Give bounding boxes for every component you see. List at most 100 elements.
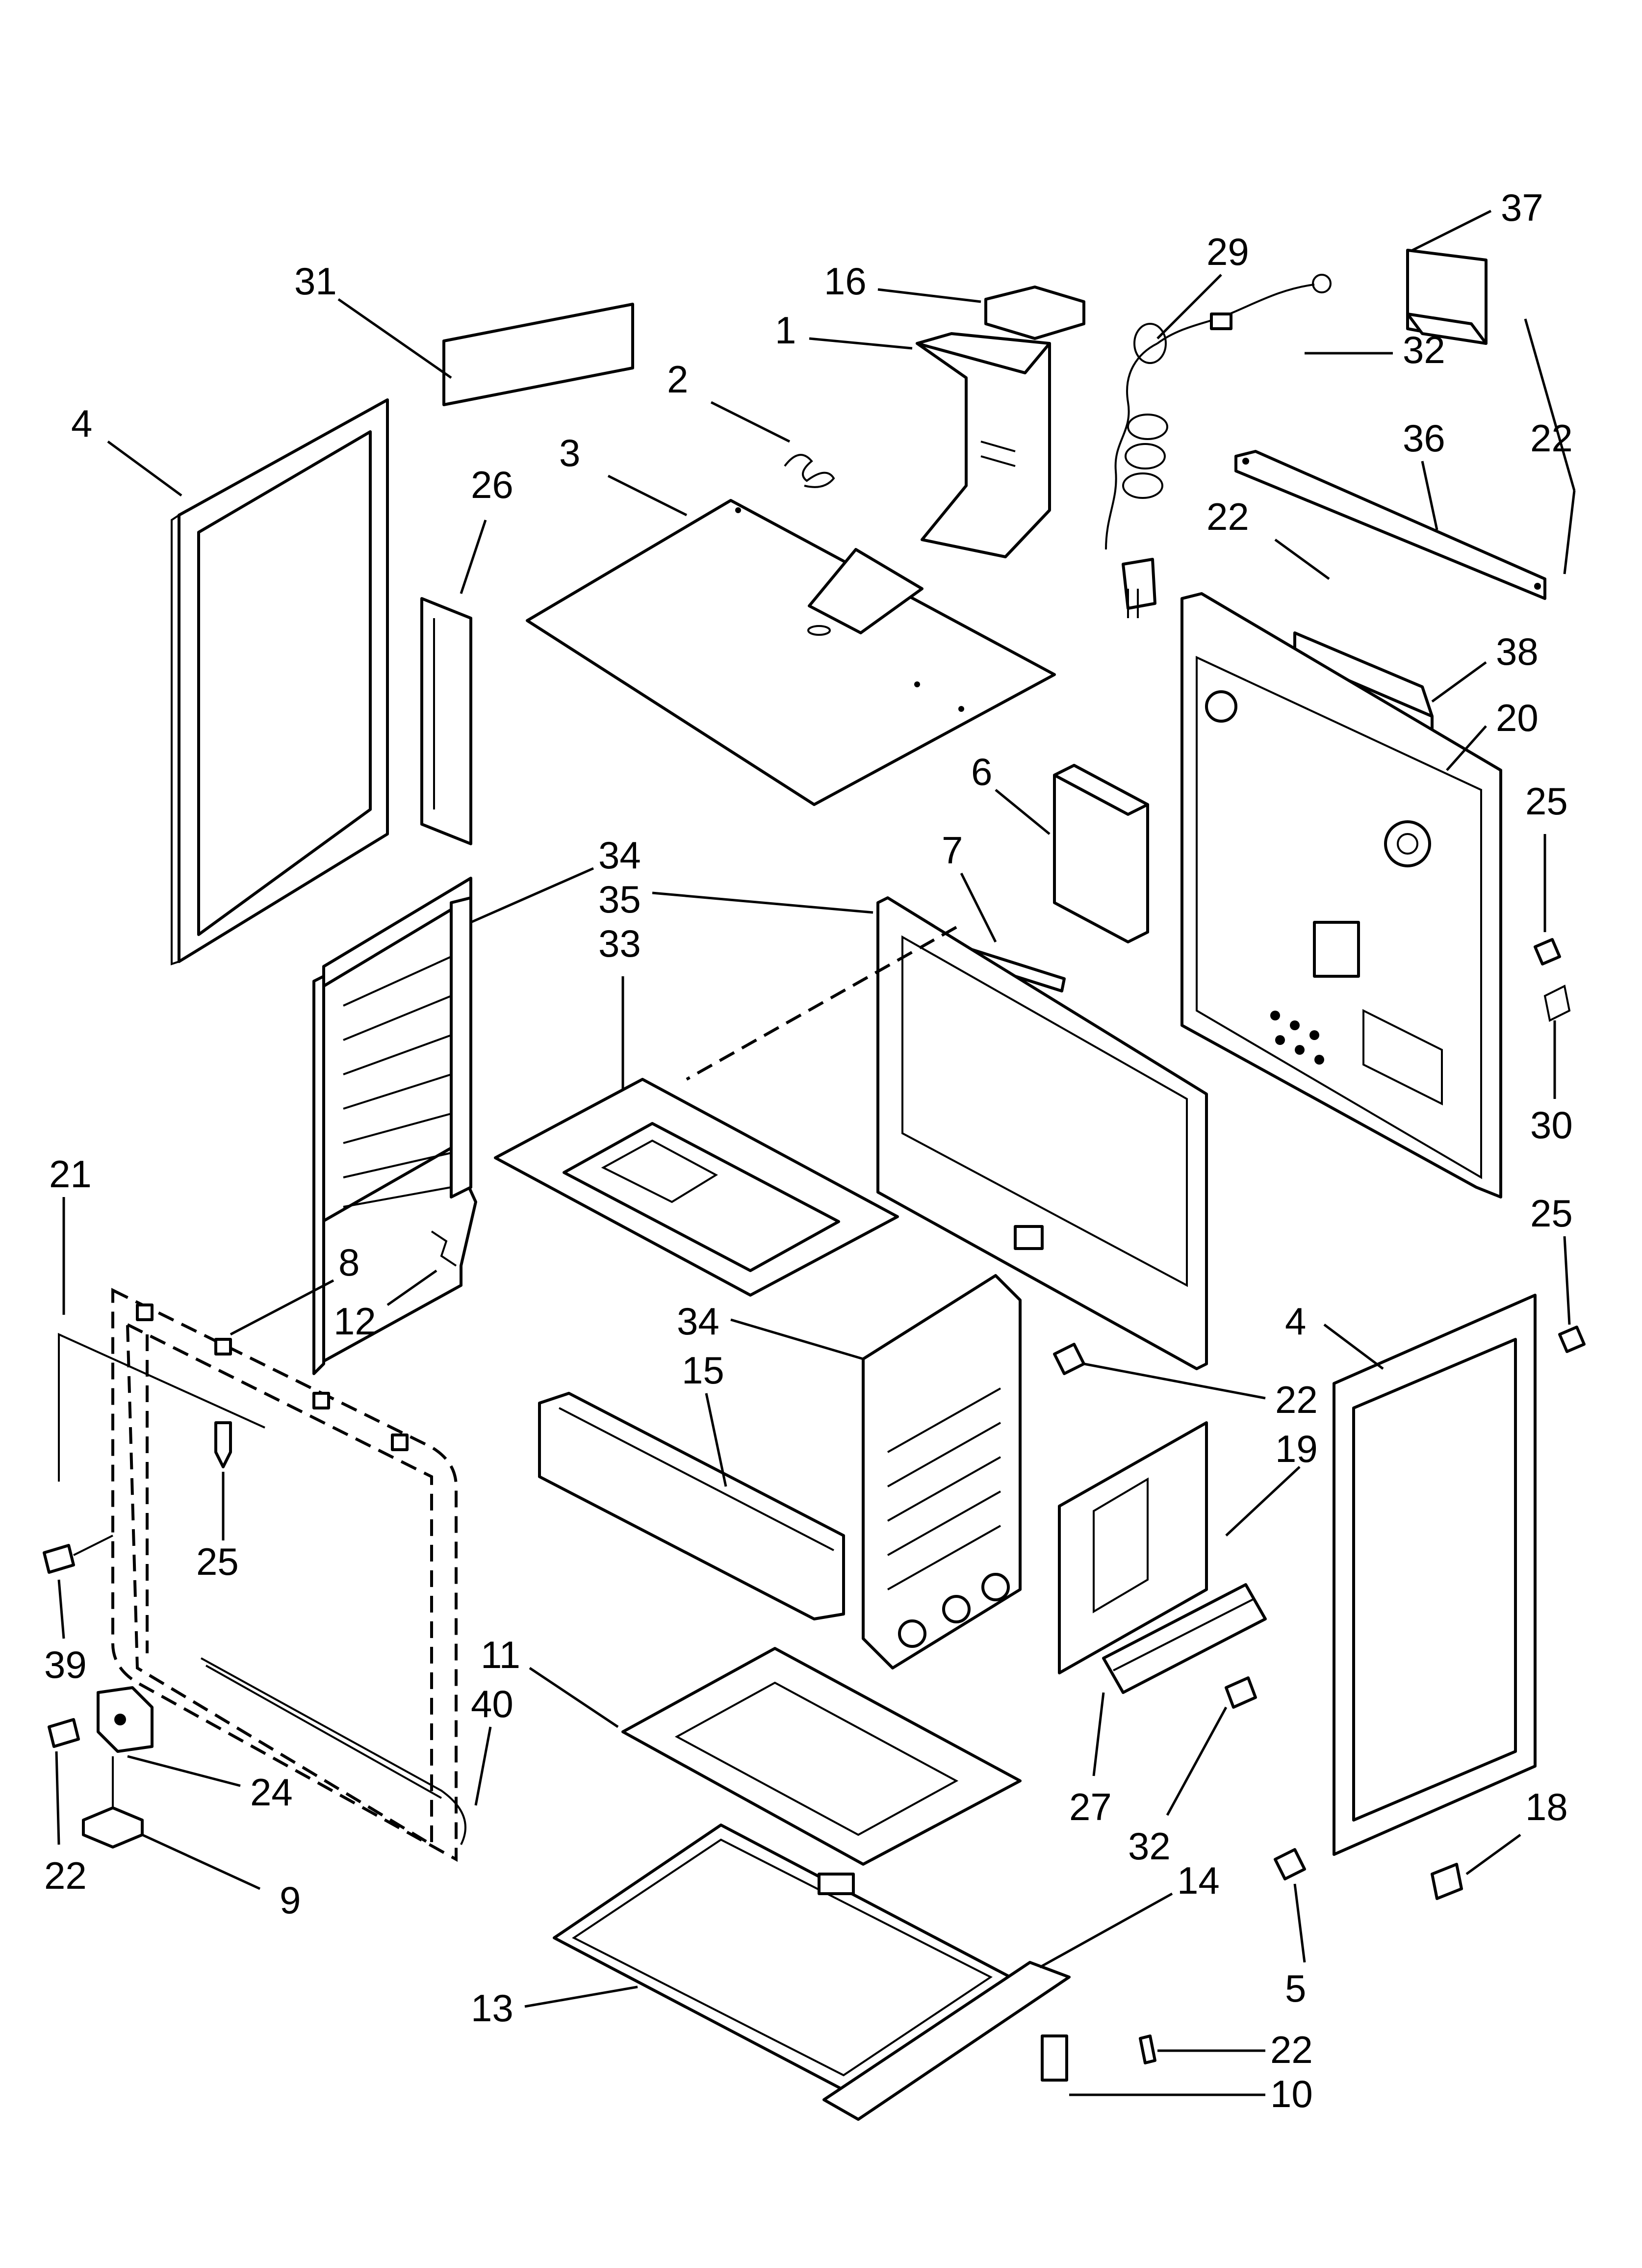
svg-text:12: 12 bbox=[334, 1300, 376, 1343]
svg-text:38: 38 bbox=[1496, 630, 1539, 673]
svg-text:3: 3 bbox=[559, 431, 580, 474]
part-2-clip bbox=[784, 454, 835, 488]
svg-text:5: 5 bbox=[1285, 1967, 1306, 2010]
svg-text:24: 24 bbox=[250, 1771, 293, 1814]
svg-text:4: 4 bbox=[1285, 1300, 1306, 1343]
svg-text:2: 2 bbox=[667, 358, 688, 401]
part-34-liner-side-upper bbox=[312, 877, 477, 1375]
svg-text:35: 35 bbox=[598, 878, 641, 921]
part-36-rail bbox=[1234, 450, 1546, 600]
callout-38: 38 bbox=[1431, 630, 1539, 703]
callout-24: 24 bbox=[127, 1755, 293, 1814]
svg-text:22: 22 bbox=[44, 1854, 87, 1897]
svg-text:22: 22 bbox=[1270, 2028, 1313, 2071]
svg-text:25: 25 bbox=[196, 1540, 239, 1583]
part-20-rear-panel bbox=[1180, 592, 1502, 1199]
part-25-screw-door bbox=[214, 1421, 232, 1468]
callout-7: 7 bbox=[942, 829, 997, 943]
part-6-box bbox=[1053, 764, 1149, 943]
svg-text:10: 10 bbox=[1270, 2072, 1313, 2115]
svg-text:36: 36 bbox=[1403, 417, 1445, 460]
callout-25-right: 25 bbox=[1530, 1192, 1573, 1325]
part-10-foot bbox=[1041, 2034, 1068, 2082]
svg-text:20: 20 bbox=[1496, 696, 1539, 739]
callout-22-lower-right: 22 bbox=[1157, 2028, 1313, 2071]
callout-10: 10 bbox=[1069, 2072, 1313, 2115]
part-30-clip bbox=[1543, 985, 1571, 1022]
svg-text:37: 37 bbox=[1501, 186, 1543, 229]
callout-3: 3 bbox=[559, 431, 688, 517]
callout-25-upper-right: 25 bbox=[1525, 780, 1568, 932]
svg-text:26: 26 bbox=[471, 463, 513, 506]
callout-22-middle-right: 22 bbox=[1083, 1362, 1318, 1421]
part-14-rail bbox=[822, 1961, 1071, 2121]
part-22-screw-left bbox=[48, 1718, 80, 1748]
part-31-label-strip bbox=[442, 303, 634, 406]
callout-20: 20 bbox=[1446, 696, 1539, 771]
callout-37: 37 bbox=[1411, 186, 1543, 252]
callout-2: 2 bbox=[667, 358, 791, 443]
callout-22-lower-left: 22 bbox=[44, 1751, 87, 1897]
callout-22-upper-middle: 22 bbox=[1206, 495, 1330, 580]
svg-text:22: 22 bbox=[1275, 1378, 1318, 1421]
part-35-front-frame bbox=[686, 896, 1208, 1370]
part-21-gasket bbox=[58, 1332, 265, 1482]
callout-4-upper: 4 bbox=[71, 402, 182, 497]
svg-text:25: 25 bbox=[1530, 1192, 1573, 1235]
callout-36: 36 bbox=[1403, 417, 1445, 530]
part-26-side-bracket bbox=[420, 597, 472, 845]
callout-22-upper-right: 22 bbox=[1524, 318, 1576, 574]
svg-text:7: 7 bbox=[942, 829, 963, 872]
svg-text:30: 30 bbox=[1530, 1103, 1573, 1147]
svg-text:31: 31 bbox=[294, 260, 337, 303]
part-29-power-cord bbox=[1105, 274, 1332, 618]
svg-text:21: 21 bbox=[49, 1152, 92, 1196]
svg-text:32: 32 bbox=[1403, 328, 1445, 371]
svg-text:29: 29 bbox=[1206, 230, 1249, 273]
part-22-screw-middle bbox=[1053, 1343, 1085, 1375]
svg-text:18: 18 bbox=[1525, 1785, 1568, 1828]
part-12-clip bbox=[431, 1230, 457, 1267]
callout-31: 31 bbox=[294, 260, 452, 379]
part-15-rail bbox=[538, 1392, 845, 1620]
part-32-screw-lower bbox=[1225, 1676, 1257, 1709]
part-11-broiler-pan bbox=[621, 1647, 1022, 1866]
callout-35: 35 bbox=[598, 878, 873, 921]
svg-text:11: 11 bbox=[481, 1633, 520, 1676]
callout-15: 15 bbox=[682, 1349, 727, 1487]
callout-8: 8 bbox=[230, 1241, 359, 1336]
svg-text:22: 22 bbox=[1206, 495, 1249, 538]
callout-40: 40 bbox=[471, 1682, 513, 1806]
part-5-clip bbox=[1274, 1848, 1306, 1880]
callout-30: 30 bbox=[1530, 1020, 1573, 1147]
svg-text:15: 15 bbox=[682, 1349, 724, 1392]
svg-text:34: 34 bbox=[677, 1300, 719, 1343]
svg-text:1: 1 bbox=[775, 309, 796, 352]
svg-text:27: 27 bbox=[1069, 1785, 1112, 1828]
svg-text:25: 25 bbox=[1525, 780, 1568, 823]
callout-1: 1 bbox=[775, 309, 913, 352]
callout-12: 12 bbox=[334, 1269, 437, 1343]
part-18-clip bbox=[1431, 1863, 1463, 1900]
part-34-liner-side-lower bbox=[862, 1274, 1022, 1669]
part-13-drawer-liner bbox=[553, 1824, 1012, 2091]
callout-25-door: 25 bbox=[196, 1472, 239, 1583]
callout-14: 14 bbox=[1039, 1859, 1220, 1969]
part-16-vent-cap bbox=[984, 286, 1085, 340]
callout-11: 11 bbox=[481, 1633, 619, 1728]
callout-19: 19 bbox=[1225, 1427, 1318, 1537]
callout-6: 6 bbox=[971, 750, 1051, 835]
part-oven-door-frame bbox=[111, 1288, 458, 1862]
callout-29: 29 bbox=[1156, 230, 1249, 339]
svg-text:6: 6 bbox=[971, 750, 992, 793]
part-25-screw-right-upper bbox=[1534, 938, 1561, 965]
callout-21: 21 bbox=[49, 1152, 92, 1315]
part-4-right-side-panel bbox=[1333, 1294, 1537, 1856]
svg-text:16: 16 bbox=[824, 260, 867, 303]
part-19-panel bbox=[1058, 1421, 1208, 1674]
svg-text:8: 8 bbox=[338, 1241, 359, 1284]
part-37-bracket bbox=[1406, 249, 1488, 345]
part-9-leveling-foot bbox=[82, 1756, 144, 1849]
callout-26: 26 bbox=[460, 463, 513, 594]
